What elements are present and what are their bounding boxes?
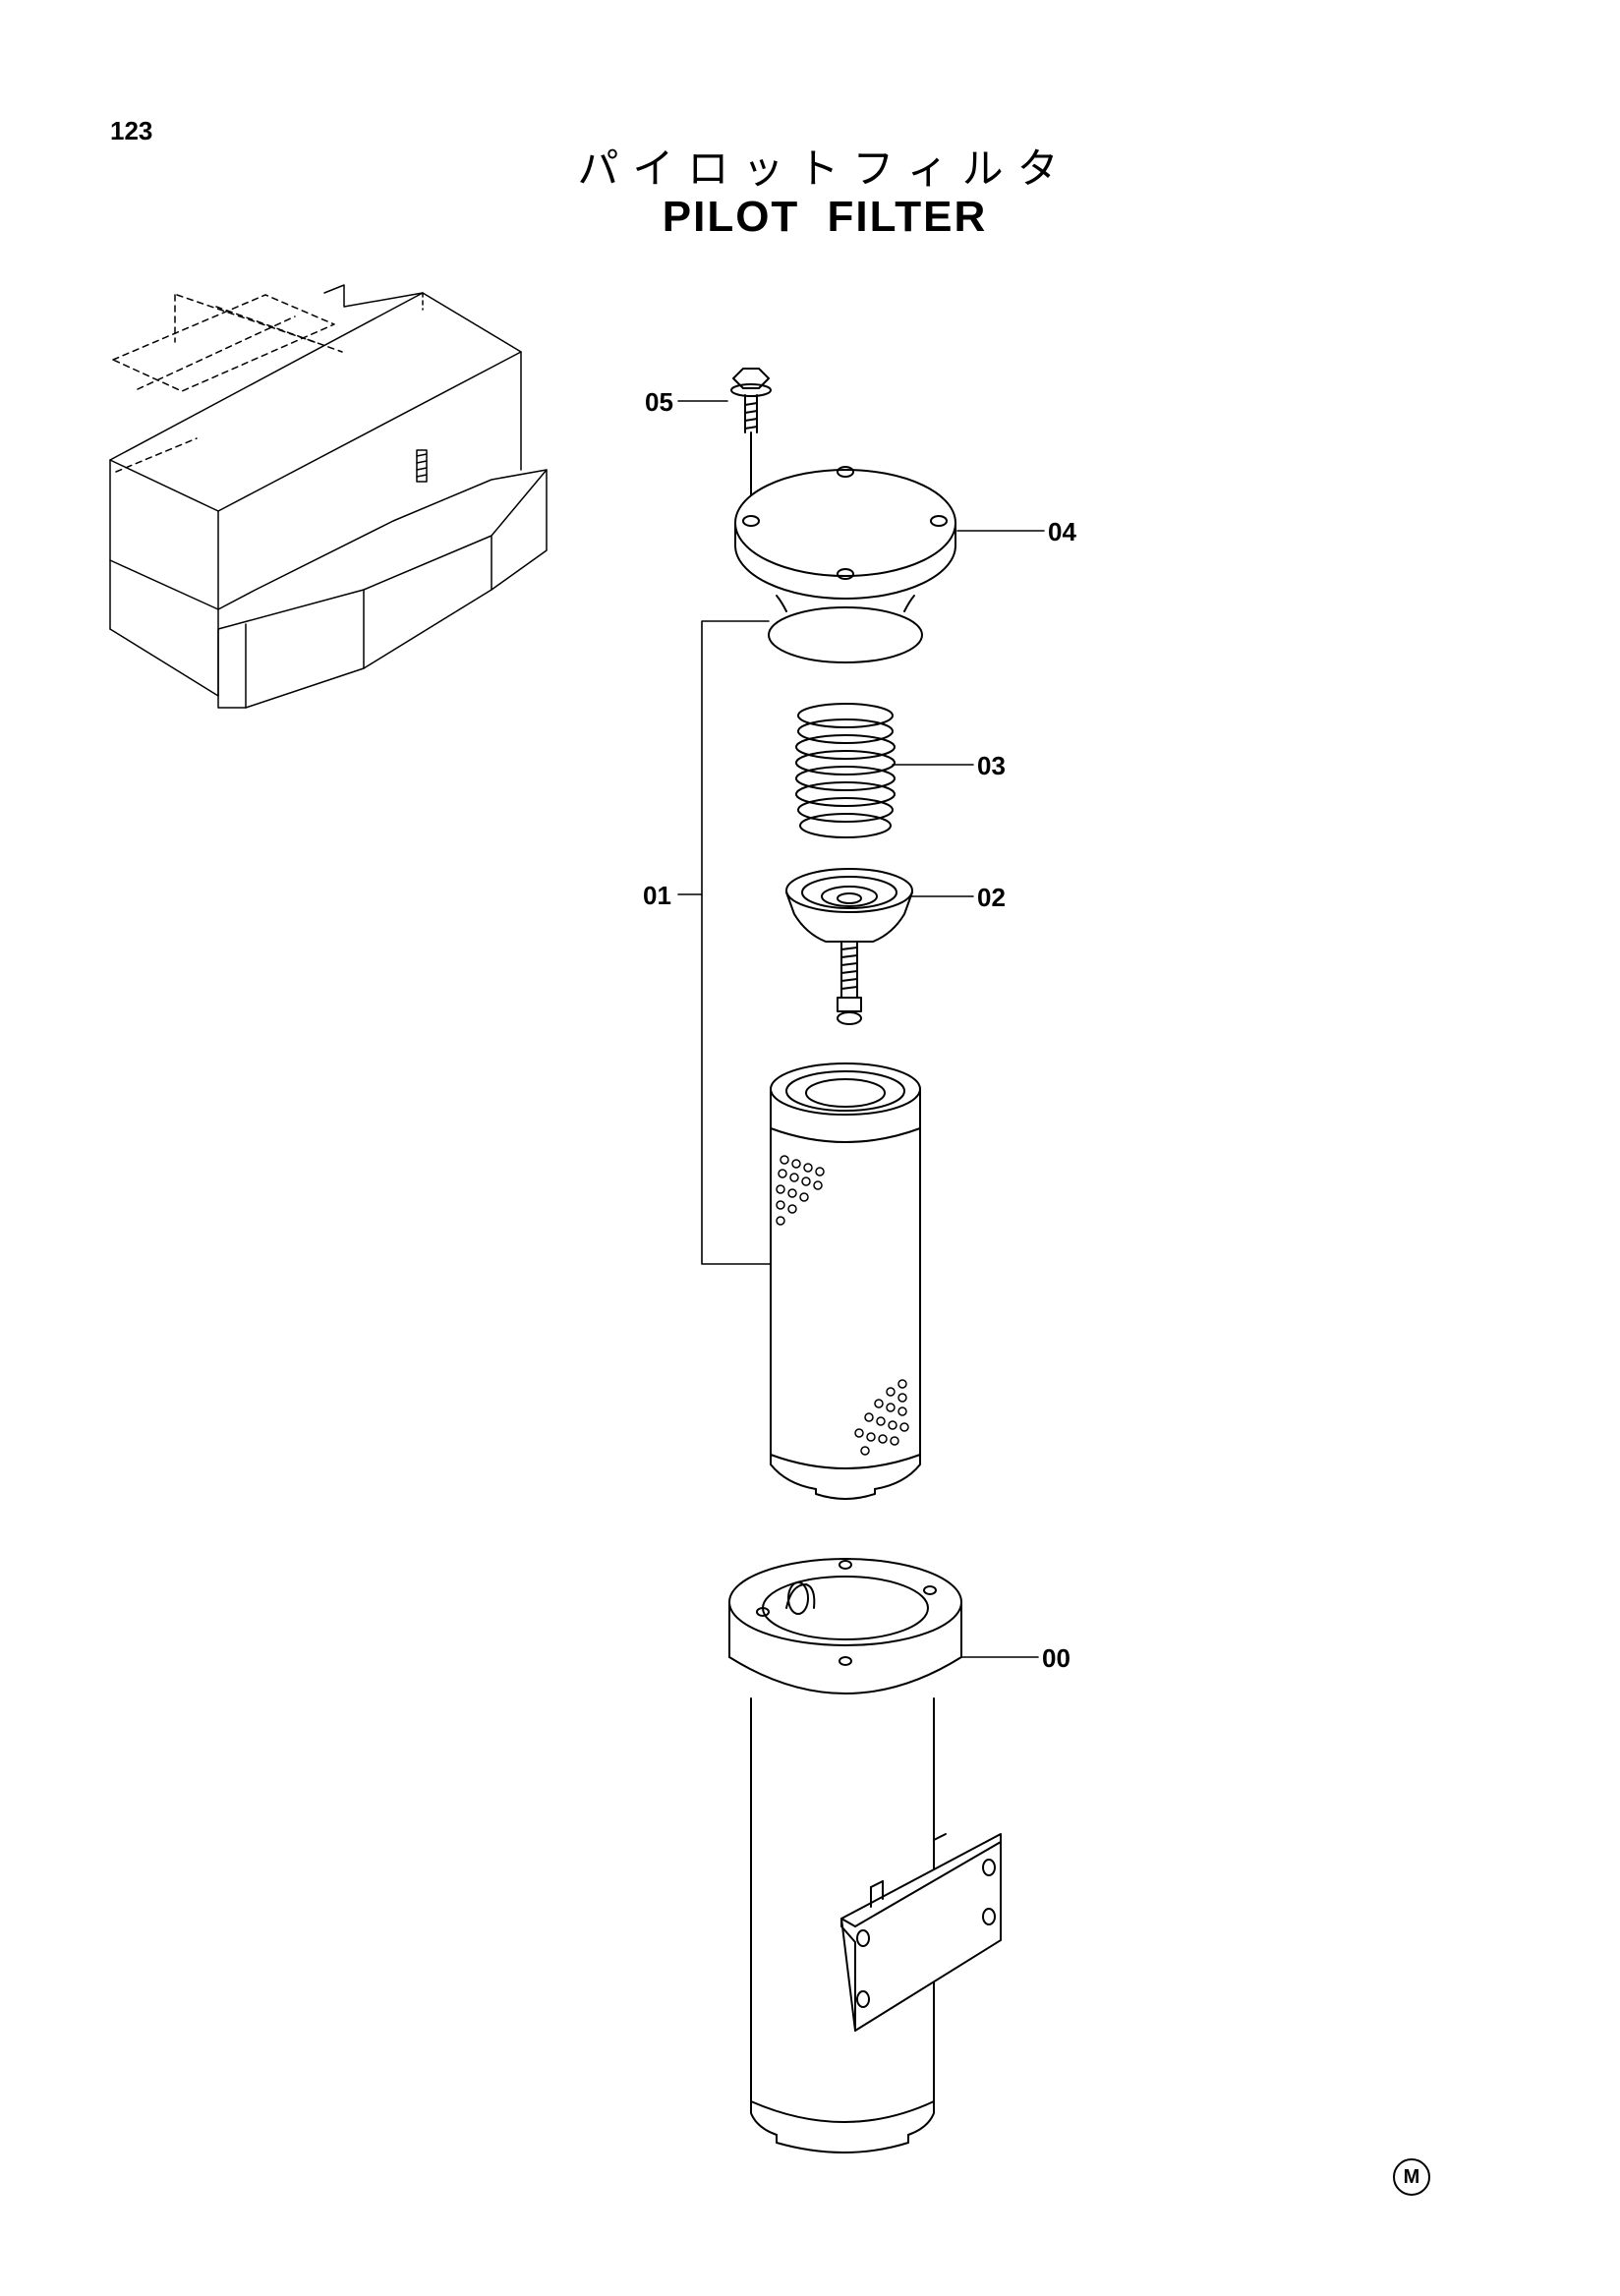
corner-mark-m: M: [1393, 2158, 1430, 2196]
part-02-valve: [785, 868, 913, 1025]
page-title-english: PILOT FILTER: [662, 193, 988, 241]
callout-05: 05: [645, 387, 673, 417]
callout-04: 04: [1048, 517, 1076, 546]
callout-02: 02: [977, 883, 1006, 912]
part-03-spring: [795, 703, 896, 838]
callout-00: 00: [1042, 1643, 1070, 1673]
callout-labels: 05 04 03 02 01 00: [643, 387, 1076, 1673]
callout-03: 03: [977, 751, 1006, 780]
filter-element: [770, 1062, 921, 1500]
leader-lines: [677, 400, 1045, 1658]
part-00-housing: [728, 1558, 1002, 2153]
o-ring: [768, 606, 923, 663]
page-number: 123: [110, 116, 153, 145]
part-04-cover: [734, 466, 956, 612]
machine-location-inset: [109, 284, 548, 709]
page-title-japanese: パイロットフィルタ: [577, 144, 1072, 193]
callout-01: 01: [643, 881, 671, 910]
